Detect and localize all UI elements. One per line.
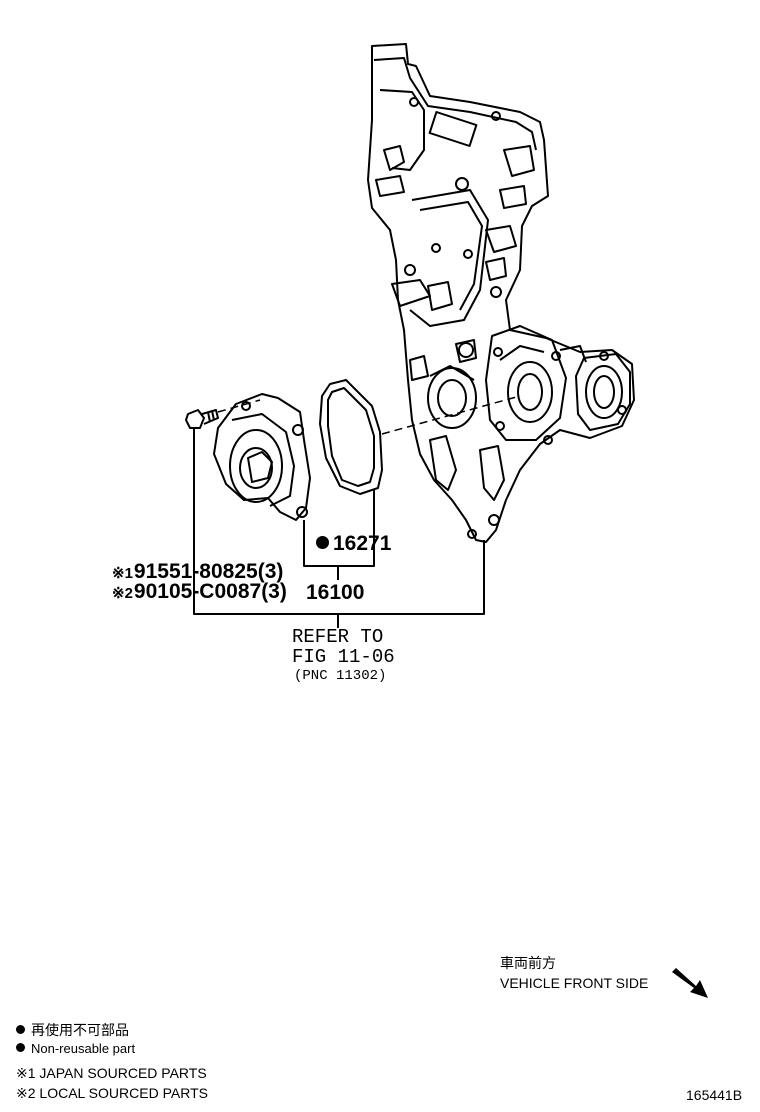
gasket-number: 16271 bbox=[333, 532, 392, 555]
front-direction-arrow bbox=[672, 968, 708, 998]
bolt-japan-label: ※191551-80825(3) bbox=[112, 561, 283, 582]
bolt-japan-number: 91551-80825(3) bbox=[133, 560, 284, 583]
legend-nonreusable-jp-text: 再使用不可部品 bbox=[31, 1022, 129, 1038]
direction-en: VEHICLE FRONT SIDE bbox=[500, 975, 649, 991]
legend-local-sourced: ※2 LOCAL SOURCED PARTS bbox=[16, 1085, 208, 1101]
pump-gasket bbox=[319, 379, 383, 495]
timing-chain-cover bbox=[367, 43, 635, 543]
legend-dot-icon bbox=[16, 1043, 25, 1052]
figure-id: 165441B bbox=[686, 1087, 743, 1103]
water-pump bbox=[213, 393, 311, 521]
refer-line-1: REFER TO bbox=[292, 626, 384, 648]
legend-japan-sourced: ※1 JAPAN SOURCED PARTS bbox=[16, 1065, 207, 1081]
refer-line-3: (PNC 11302) bbox=[294, 668, 387, 684]
local-mark: ※2 bbox=[112, 585, 133, 602]
bolt-local-number: 90105-C0087(3) bbox=[133, 580, 287, 603]
gasket-part-label: 16271 bbox=[316, 533, 391, 554]
legend-nonreusable-en: Non-reusable part bbox=[16, 1042, 135, 1055]
pump-gasket-inner bbox=[327, 387, 375, 487]
bolt-local-label: ※290105-C0087(3) bbox=[112, 581, 287, 602]
japan-mark: ※1 bbox=[112, 565, 133, 582]
bolt bbox=[185, 409, 219, 429]
refer-line-2: FIG 11-06 bbox=[292, 646, 395, 668]
direction-jp: 車両前方 bbox=[500, 955, 556, 971]
legend-nonreusable-en-text: Non-reusable part bbox=[31, 1041, 136, 1056]
legend-dot-icon bbox=[16, 1025, 25, 1034]
legend-nonreusable-jp: 再使用不可部品 bbox=[16, 1023, 129, 1037]
pump-part-label: 16100 bbox=[306, 581, 365, 604]
non-reusable-dot-icon bbox=[316, 536, 329, 549]
